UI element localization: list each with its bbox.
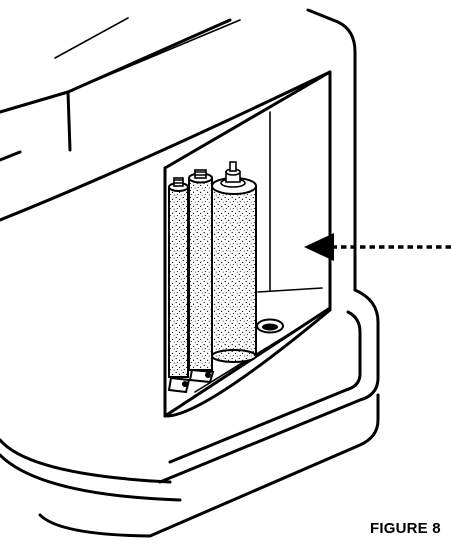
dashed-pointer-arrow <box>304 233 451 261</box>
filter-cartridge-middle <box>188 169 215 384</box>
housing-body <box>0 8 357 502</box>
drain-hole <box>256 318 284 334</box>
compartment-opening <box>163 70 332 418</box>
top-lid <box>0 17 241 162</box>
filter-cartridge-right <box>211 161 257 363</box>
filter-cartridge-left <box>167 177 191 394</box>
base-plinth <box>38 288 380 538</box>
figure-caption: FIGURE 8 <box>370 520 441 537</box>
